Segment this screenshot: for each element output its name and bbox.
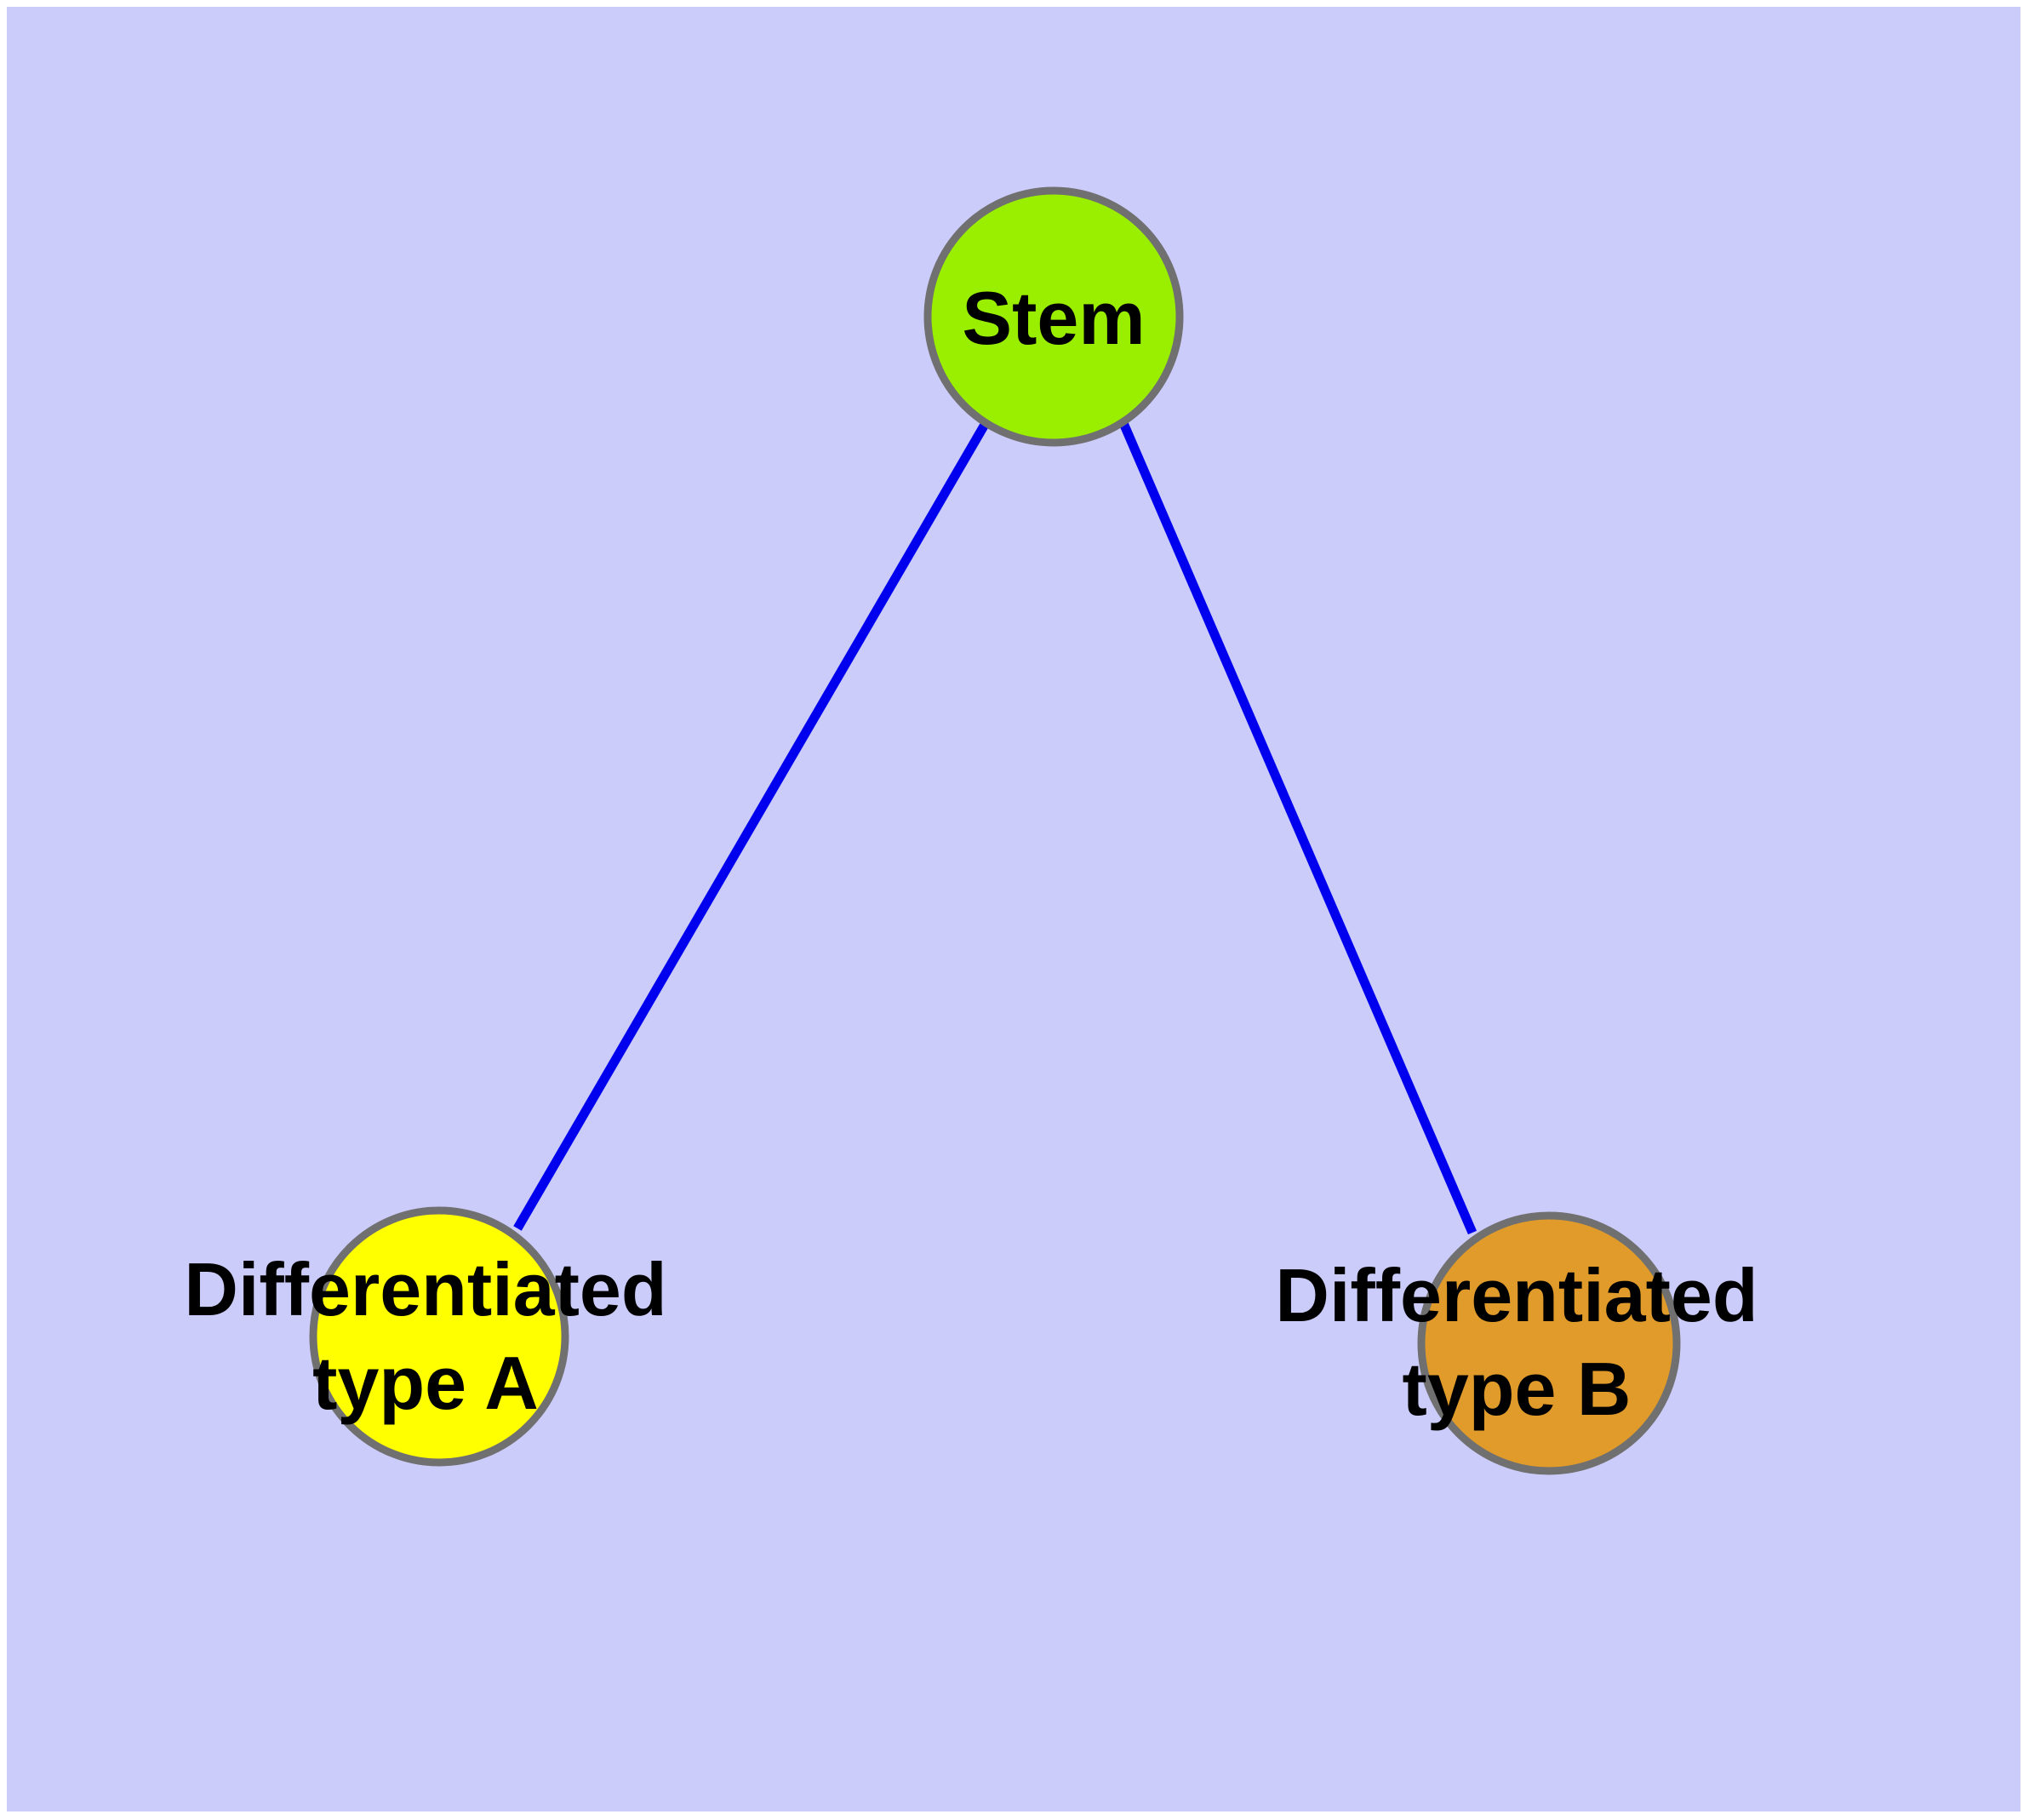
node-stem[interactable] (923, 186, 1184, 447)
node-label-diff_b-line1: Differentiated (1275, 1253, 1758, 1337)
node-diff_b[interactable] (1417, 1211, 1681, 1475)
node-label-diff_a-line1: Differentiated (184, 1247, 666, 1331)
node-label-diff_a-line2: type A (312, 1341, 539, 1425)
edge-layer (513, 421, 1477, 1235)
edge-stem-to-diff_b[interactable] (1118, 421, 1477, 1235)
node-label-diff_b-line2: type B (1403, 1347, 1632, 1431)
edge-stem-to-diff_a[interactable] (513, 421, 990, 1231)
node-diff_a[interactable] (309, 1206, 569, 1467)
node-label-stem-line1: Stem (962, 276, 1145, 360)
node-layer (309, 186, 1681, 1475)
